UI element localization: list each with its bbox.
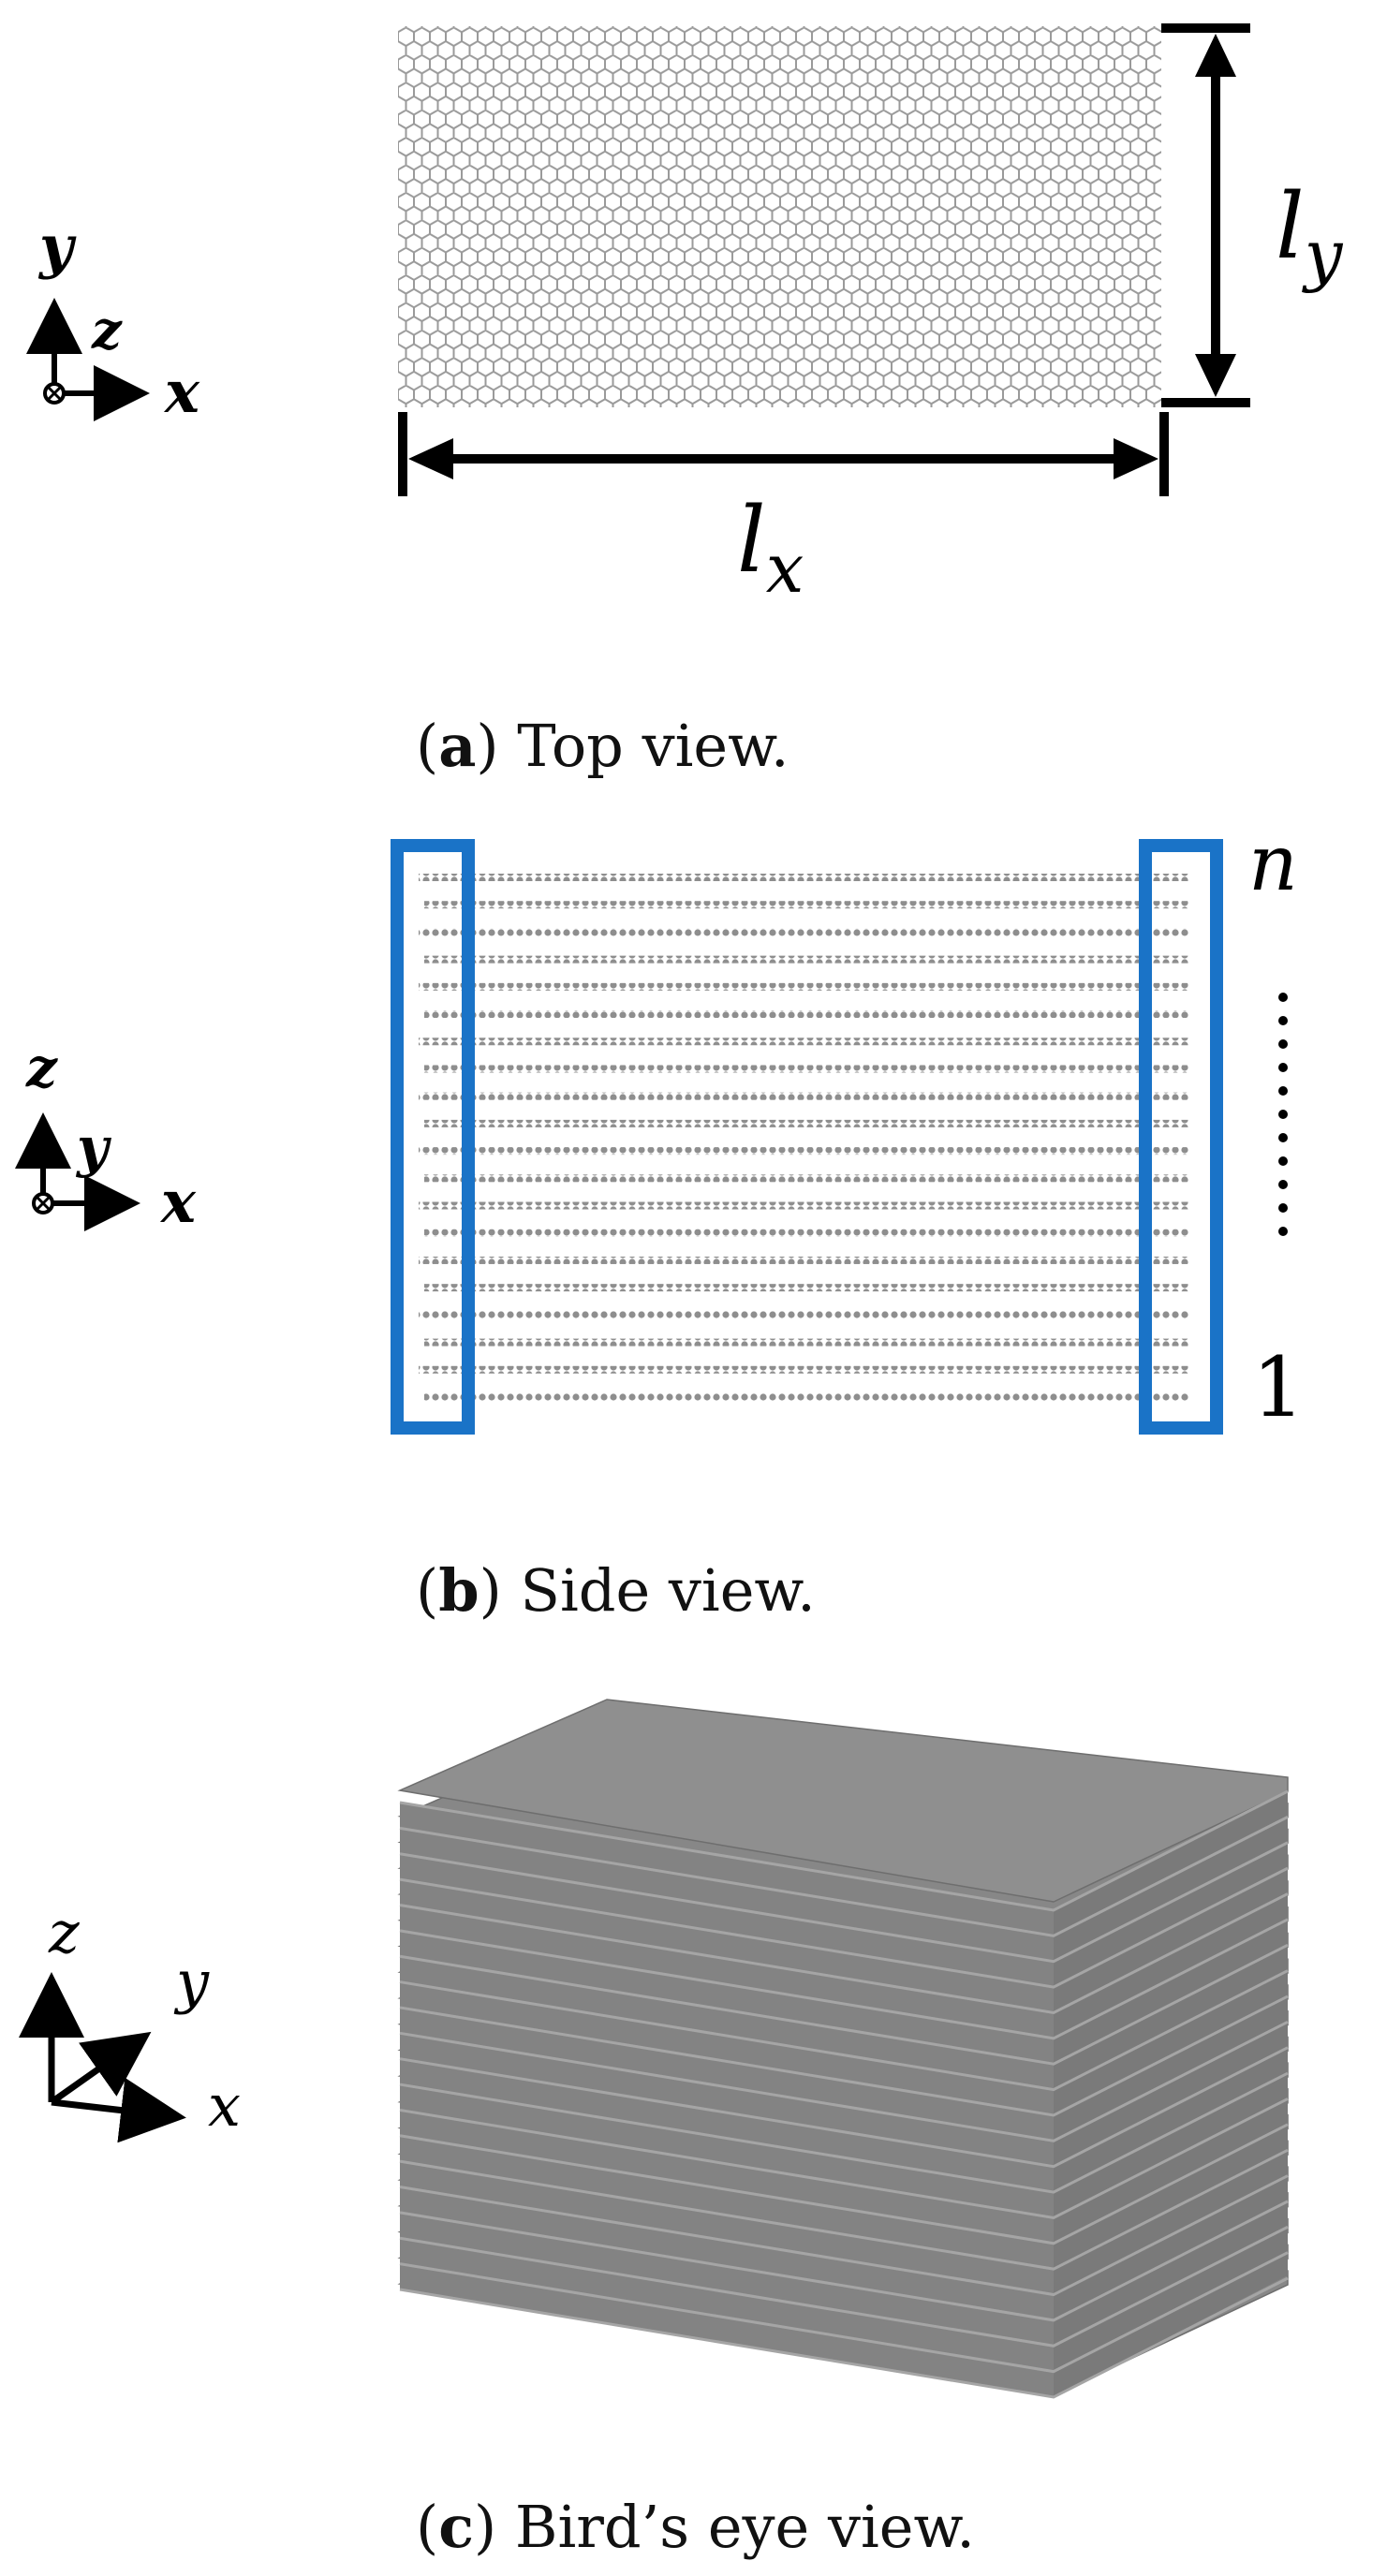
- sheet-edge: [399, 1841, 1289, 1964]
- panel-a: y z x ly lx (a) Top view.: [25, 23, 1344, 780]
- axes-triad-a: y z x: [25, 213, 200, 426]
- sheet-edge: [399, 1918, 1289, 2040]
- axes-triad-c: z y x: [19, 1898, 241, 2143]
- side-layer: [424, 955, 1188, 964]
- sheet-edge: [399, 1995, 1289, 2117]
- svg-text:lx: lx: [737, 488, 804, 608]
- sheet-edge: [399, 2276, 1289, 2399]
- panel-c: z y x (c) Bird’s eye view.: [19, 1699, 1289, 2561]
- side-layer: [424, 1065, 1188, 1073]
- dim-lx-base: l: [737, 488, 766, 593]
- sheet-edge: [399, 2174, 1289, 2297]
- side-layer: [419, 1201, 1188, 1210]
- layer-label-top: n: [1248, 819, 1298, 908]
- sheet-edge: [399, 1789, 1289, 1912]
- side-layer: [419, 1311, 1188, 1319]
- dim-lx-sub: x: [766, 529, 804, 608]
- graphene-top-view: [398, 26, 1161, 407]
- caption-a: (a) Top view.: [416, 712, 789, 780]
- sheet-edge: [399, 2098, 1289, 2219]
- graphene-side-layers: [419, 874, 1188, 1401]
- side-layer: [424, 1393, 1188, 1401]
- side-layer: [424, 1174, 1188, 1183]
- stack-side-face: [1054, 1791, 1288, 2397]
- stack-front-face: [400, 1803, 1054, 2397]
- graphene-sheet: [397, 1699, 1289, 1903]
- axis-label-z: z: [25, 1036, 58, 1099]
- svg-text:ly: ly: [1276, 174, 1344, 294]
- axis-label-y: y: [173, 1948, 210, 2016]
- dimension-ly: ly: [1161, 23, 1344, 407]
- sheet-edge: [399, 2046, 1289, 2169]
- sheet-edge: [399, 2020, 1289, 2142]
- sheet-edge: [399, 1816, 1289, 1937]
- dim-ly-sub: y: [1302, 215, 1344, 294]
- sheet-edge: [399, 2200, 1289, 2322]
- sheet-edge: [399, 2071, 1289, 2194]
- sheet-edge: [399, 2148, 1289, 2271]
- panel-b: z y x n 1 (b) Side view.: [14, 819, 1305, 1625]
- axis-label-y: y: [37, 213, 77, 281]
- axis-label-y: y: [75, 1115, 112, 1179]
- sheet-edge: [399, 2251, 1289, 2374]
- side-layer: [424, 1119, 1188, 1127]
- side-layer: [424, 901, 1188, 909]
- axes-triad-b: z y x: [14, 1036, 197, 1236]
- side-layer: [419, 874, 1188, 881]
- side-layer: [419, 928, 1188, 936]
- side-layer: [419, 1365, 1188, 1374]
- side-layer: [424, 1338, 1188, 1347]
- axis-label-z: z: [48, 1898, 80, 1966]
- sheet-edge: [399, 1892, 1289, 2015]
- caption-c: (c) Bird’s eye view.: [416, 2493, 975, 2561]
- dim-ly-base: l: [1276, 174, 1305, 279]
- right-boundary-box: [1139, 839, 1223, 1435]
- layer-label-bottom: 1: [1252, 1339, 1305, 1435]
- axis-label-x: x: [159, 1168, 197, 1236]
- side-layer: [419, 1147, 1188, 1156]
- side-layer: [424, 1010, 1188, 1019]
- side-layer: [419, 982, 1188, 991]
- graphene-stack-3d: [397, 1699, 1289, 2399]
- sheet-edge: [399, 1943, 1289, 2066]
- left-boundary-box: [391, 839, 475, 1435]
- axis-label-z: z: [91, 300, 123, 361]
- sheet-edge: [399, 1866, 1289, 1989]
- vertical-ellipsis: [1278, 993, 1288, 1236]
- axis-label-x: x: [163, 358, 200, 426]
- side-layer: [424, 1284, 1188, 1292]
- side-layer: [419, 1038, 1188, 1046]
- side-layer: [419, 1256, 1188, 1264]
- sheet-edge: [399, 2123, 1289, 2245]
- side-layer: [419, 1092, 1188, 1100]
- side-layer: [424, 1229, 1188, 1237]
- dimension-lx: lx: [398, 412, 1169, 608]
- axis-label-x: x: [208, 2071, 241, 2140]
- caption-b: (b) Side view.: [416, 1556, 816, 1625]
- sheet-edge: [399, 2225, 1289, 2348]
- sheet-edge: [399, 1969, 1289, 2092]
